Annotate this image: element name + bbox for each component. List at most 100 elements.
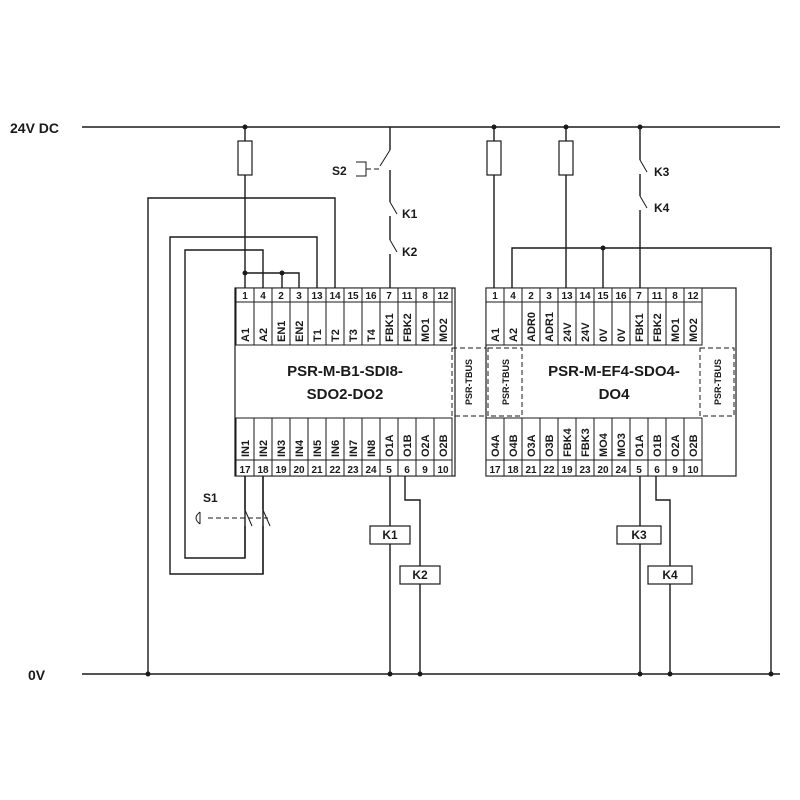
terminal-number-top: 7	[636, 291, 642, 302]
terminal-number-top: 13	[311, 291, 323, 302]
k3-contact-label: K3	[654, 165, 670, 179]
junction-dot	[637, 124, 643, 130]
fuse-m2-a1	[486, 140, 502, 176]
module2-tbus-right-label: PSR-TBUS	[713, 359, 723, 405]
s2-pushbutton	[356, 161, 367, 177]
coil-k1-label: K1	[382, 528, 398, 542]
terminal-number-bottom: 10	[437, 465, 449, 476]
terminal-number-bottom: 18	[507, 465, 519, 476]
terminal-number-bottom: 19	[275, 465, 287, 476]
s1-label: S1	[203, 491, 218, 505]
terminal-number-top: 8	[422, 291, 428, 302]
terminal-number-top: 11	[402, 291, 413, 302]
terminal-number-bottom: 5	[636, 465, 642, 476]
terminal-label-bottom: O2A	[670, 434, 682, 457]
terminal-number-top: 1	[242, 291, 248, 302]
module2-tbus-left-label: PSR-TBUS	[501, 359, 511, 405]
terminal-label-top: MO2	[438, 318, 450, 342]
coil-k3	[616, 525, 662, 545]
k4-contact-label: K4	[654, 201, 670, 215]
terminal-number-top: 3	[296, 291, 302, 302]
k4-contact	[639, 195, 648, 209]
terminal-label-bottom: MO3	[616, 433, 628, 457]
junction-dot	[279, 270, 285, 276]
wire-m2-0v	[511, 247, 772, 674]
junction-dot	[145, 671, 151, 677]
k3-contact	[639, 159, 648, 173]
terminal-label-bottom: O3B	[544, 434, 556, 457]
terminal-label-top: T4	[366, 328, 378, 342]
module1-title-line2: SDO2-DO2	[307, 386, 384, 403]
terminal-label-bottom: O3A	[526, 434, 538, 457]
terminal-label-bottom: IN4	[294, 439, 306, 457]
junction-dot	[637, 671, 643, 677]
terminal-number-top: 16	[615, 291, 627, 302]
terminal-number-top: 12	[687, 291, 699, 302]
module2-tbus-right-box	[699, 347, 735, 417]
terminal-label-top: MO2	[688, 318, 700, 342]
terminal-label-bottom: FBK4	[562, 427, 574, 457]
terminal-number-bottom: 10	[687, 465, 699, 476]
terminal-number-bottom: 19	[561, 465, 573, 476]
terminal-number-top: 14	[579, 291, 591, 302]
wire-o1b-k2	[404, 476, 421, 566]
module1-title-line1: PSR-M-B1-SDI8-	[287, 363, 403, 380]
coil-k4-label: K4	[662, 568, 678, 582]
terminal-number-top: 13	[561, 291, 573, 302]
terminal-number-top: 4	[510, 291, 516, 302]
terminal-label-bottom: IN8	[366, 440, 378, 457]
terminal-label-top: FBK2	[652, 313, 664, 342]
terminal-label-top: FBK1	[634, 313, 646, 342]
s1-mushroom-head	[195, 511, 201, 525]
junction-dot	[417, 671, 423, 677]
junction-dot	[387, 671, 393, 677]
k1-contact-label: K1	[402, 207, 418, 221]
terminal-label-bottom: MO4	[598, 432, 610, 457]
terminal-label-top: T3	[348, 329, 360, 342]
terminal-number-top: 2	[278, 291, 284, 302]
terminal-label-top: MO1	[420, 318, 432, 342]
terminal-label-top: T1	[312, 329, 324, 342]
junction-dot	[667, 671, 673, 677]
terminal-number-top: 16	[365, 291, 377, 302]
terminal-label-top: 24V	[580, 322, 592, 342]
terminal-label-top: MO1	[670, 318, 682, 342]
terminal-number-bottom: 20	[293, 465, 305, 476]
junction-dot	[563, 124, 569, 130]
k2-contact-label: K2	[402, 245, 418, 259]
terminal-label-bottom: O1A	[384, 434, 396, 457]
fuse-m1	[237, 140, 253, 176]
terminal-label-top: T2	[330, 329, 342, 342]
junction-dot	[600, 245, 606, 251]
module1-tbus-label: PSR-TBUS	[464, 359, 474, 405]
terminal-number-bottom: 5	[386, 465, 392, 476]
terminal-label-top: EN2	[294, 321, 306, 342]
terminal-number-top: 4	[260, 291, 266, 302]
module2-title-line2: DO4	[599, 386, 631, 403]
terminal-label-bottom: IN1	[240, 440, 252, 457]
fuse-m2-24v	[558, 140, 574, 176]
terminal-label-top: EN1	[276, 321, 288, 342]
terminal-label-top: 0V	[598, 328, 610, 342]
terminal-number-top: 3	[546, 291, 552, 302]
terminal-number-bottom: 22	[329, 465, 341, 476]
k1-contact	[389, 201, 398, 215]
terminal-number-bottom: 17	[489, 465, 501, 476]
terminal-cell	[433, 301, 453, 346]
terminal-number-bottom: 22	[543, 465, 555, 476]
terminal-label-top: 0V	[616, 328, 628, 342]
terminal-number-bottom: 17	[239, 465, 251, 476]
terminal-label-top: A2	[508, 328, 520, 342]
terminal-number-bottom: 21	[311, 465, 323, 476]
terminal-label-bottom: FBK3	[580, 428, 592, 457]
terminal-number-bottom: 24	[365, 465, 377, 476]
junction-dot	[491, 124, 497, 130]
terminal-cell	[683, 301, 703, 346]
terminal-number-top: 15	[597, 291, 609, 302]
s2-contact	[379, 149, 391, 167]
k2-contact	[389, 239, 398, 253]
terminal-label-bottom: IN5	[312, 440, 324, 457]
terminal-label-bottom: O4B	[508, 434, 520, 457]
module2-tbus-left-box	[487, 347, 523, 417]
